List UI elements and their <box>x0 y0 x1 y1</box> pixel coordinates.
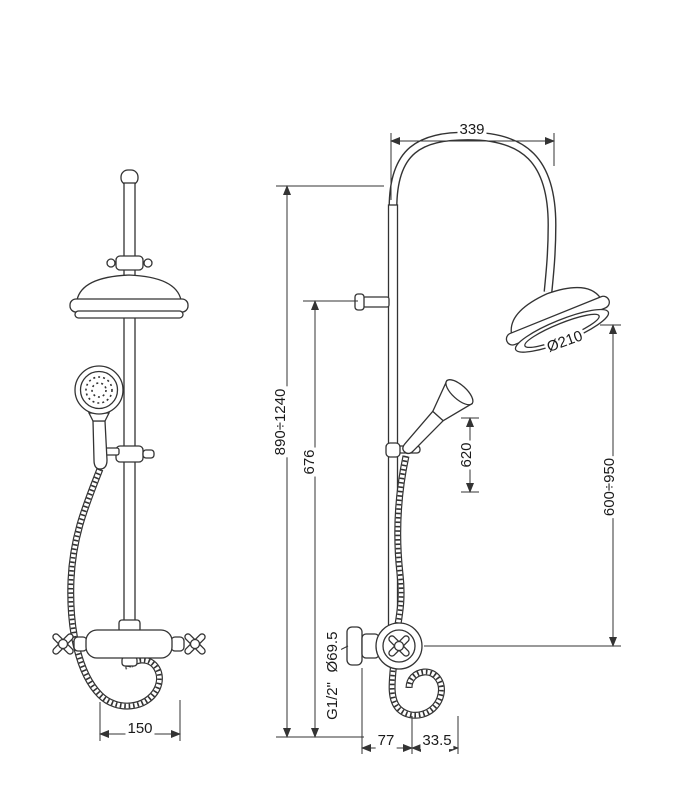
dim-label-connection-thread: G1/2" <box>324 680 342 722</box>
cross-handle-right-icon <box>184 633 206 655</box>
dim-label-wall-offset: 77 <box>375 732 397 750</box>
dim-label-head-height-range: 600÷950 <box>601 455 619 519</box>
dim-label-hand-shower-travel: 620 <box>458 440 476 470</box>
cross-handle-left-icon <box>52 633 74 655</box>
shower-hose-front-icon <box>67 467 163 710</box>
hand-shower-front-icon <box>74 365 124 470</box>
dim-label-riser-height: 676 <box>301 447 319 477</box>
shower-hose-side-icon <box>388 455 445 719</box>
rain-head-front-icon <box>69 255 189 319</box>
dim-label-overall-height: 890÷1240 <box>272 386 290 458</box>
dim-label-hose-offset: 33.5 <box>420 732 454 750</box>
dim-label-top-width: 339 <box>457 121 487 139</box>
hand-shower-side-icon <box>402 379 474 455</box>
dim-label-rosette-diameter: Ø69.5 <box>324 629 342 675</box>
thermostatic-mixer-front-icon <box>52 619 206 667</box>
side-view <box>346 131 610 719</box>
slider-clamp-front-icon <box>104 445 155 463</box>
dim-label-hose-loop-width: 150 <box>125 720 155 738</box>
gooseneck-arm-side-icon <box>388 131 557 293</box>
rain-head-side-icon <box>505 287 610 353</box>
front-view <box>52 169 206 710</box>
riser-pipe-front-icon <box>120 169 139 623</box>
thermostatic-mixer-side-icon <box>346 622 423 670</box>
wall-bracket-side-icon <box>354 293 390 311</box>
cross-handle-side-icon <box>388 635 410 657</box>
